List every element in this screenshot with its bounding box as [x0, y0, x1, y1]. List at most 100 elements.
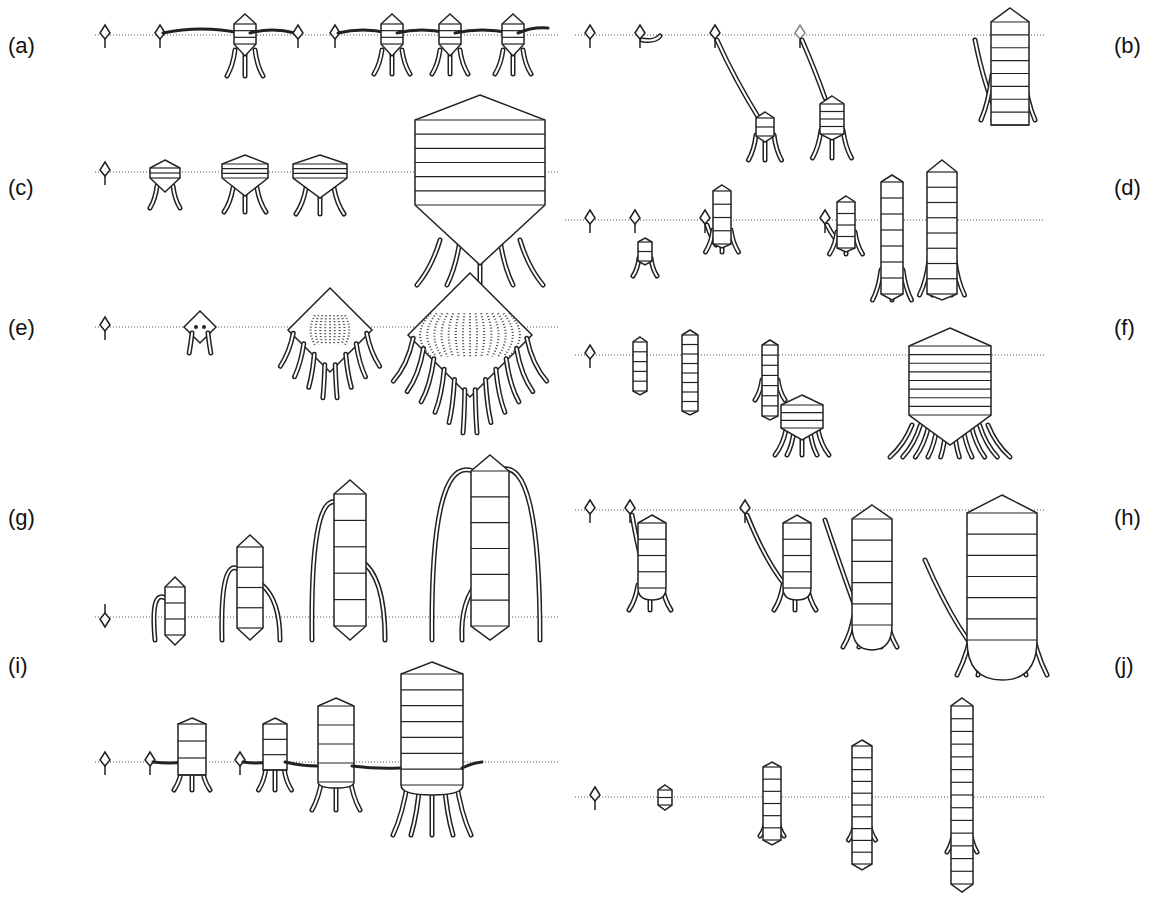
tube-outline [280, 333, 293, 366]
tube-outline [731, 230, 739, 252]
tube-outline [778, 380, 785, 400]
tube-fill [706, 230, 714, 252]
tube-fill [259, 768, 267, 790]
tube-outline [747, 515, 785, 585]
panel-label-text: (h) [1114, 505, 1141, 530]
zooid-column [318, 698, 354, 788]
tube-fill [173, 186, 180, 208]
tube-fill [460, 50, 468, 74]
tube-fill [255, 50, 263, 76]
substrate-line [95, 35, 560, 36]
zooid-column [820, 96, 844, 140]
zooid-column [967, 495, 1037, 680]
tube-outline [755, 380, 762, 400]
founder-zooid [100, 604, 110, 627]
tube-fill [224, 188, 233, 212]
zooid-column [234, 14, 256, 56]
zooid-column [991, 8, 1029, 125]
founder-zooid [585, 210, 595, 233]
tube-fill [774, 585, 783, 610]
tube-fill [407, 349, 423, 392]
zooid-column [381, 14, 403, 56]
founder-zooid [585, 25, 595, 48]
tube-outline [417, 240, 440, 285]
tube-outline [227, 50, 235, 76]
tube-outline [323, 365, 325, 398]
tube-outline [830, 232, 838, 254]
tube-fill [755, 380, 762, 400]
founder-zooid [635, 25, 645, 48]
tube-outline [402, 50, 410, 74]
diamond-colony [184, 311, 216, 343]
tube-fill [280, 333, 293, 366]
tube-outline [486, 380, 491, 423]
tube-outline [523, 50, 531, 74]
tube-fill [356, 344, 365, 377]
founder-zooid [155, 25, 165, 48]
zooid-column [165, 577, 185, 645]
stolon [163, 29, 240, 33]
panel-letter: (i) [8, 653, 28, 679]
tube-fill [520, 240, 543, 285]
tube-outline [749, 135, 757, 160]
zooid-column [471, 455, 509, 640]
tube-fill [500, 240, 513, 285]
tube-fill [309, 354, 315, 387]
tube-fill [334, 188, 344, 214]
tube-outline [208, 333, 211, 353]
tube-fill [284, 768, 292, 790]
tube-fill [915, 425, 929, 457]
tube-fill [435, 369, 444, 412]
tube-outline [903, 270, 912, 300]
tube-outline [717, 40, 760, 120]
founder-zooid [330, 25, 340, 48]
tube-outline [150, 186, 157, 208]
tube-fill [731, 230, 739, 252]
stolon [462, 762, 482, 768]
tube-fill [227, 50, 235, 76]
stolon [250, 30, 295, 33]
panel-letter: (e) [8, 315, 35, 341]
founder-zooid [100, 317, 110, 340]
tube-fill [189, 333, 192, 353]
tube-fill [449, 380, 454, 423]
tube-outline [774, 585, 783, 610]
tube-outline [855, 232, 863, 254]
zooid-column [881, 175, 903, 300]
zooid-column [439, 14, 461, 56]
tube-fill [495, 50, 503, 74]
tube-fill [747, 515, 785, 585]
tube-fill [873, 270, 882, 300]
tube-outline [334, 188, 344, 214]
tube-outline [273, 768, 278, 790]
zooid-column [909, 328, 991, 445]
zooid-column [401, 662, 463, 795]
zooid-column [781, 395, 823, 440]
tube-fill [262, 585, 280, 640]
founder-zooid [585, 345, 595, 368]
zooid-column [852, 740, 872, 870]
tube-outline [356, 344, 365, 377]
tube-fill [496, 369, 505, 412]
tube-fill [296, 188, 306, 214]
tube-outline [295, 344, 304, 377]
founder-zooid [585, 500, 595, 523]
tube-outline [435, 369, 444, 412]
founder-zooid [100, 25, 110, 48]
tube-outline [527, 338, 547, 381]
zooid-column [638, 238, 652, 265]
tube-outline [775, 430, 786, 455]
panel-letter: (f) [1114, 315, 1135, 341]
tube-outline [774, 135, 782, 160]
tube-outline [367, 333, 380, 366]
tube-outline [284, 768, 292, 790]
founder-zooid [590, 787, 600, 810]
tube-outline [189, 333, 192, 353]
tube-fill [855, 232, 863, 254]
zooid-column [713, 185, 731, 248]
tube-outline [407, 349, 423, 392]
tube-outline [224, 188, 233, 212]
tube-outline [706, 230, 714, 252]
